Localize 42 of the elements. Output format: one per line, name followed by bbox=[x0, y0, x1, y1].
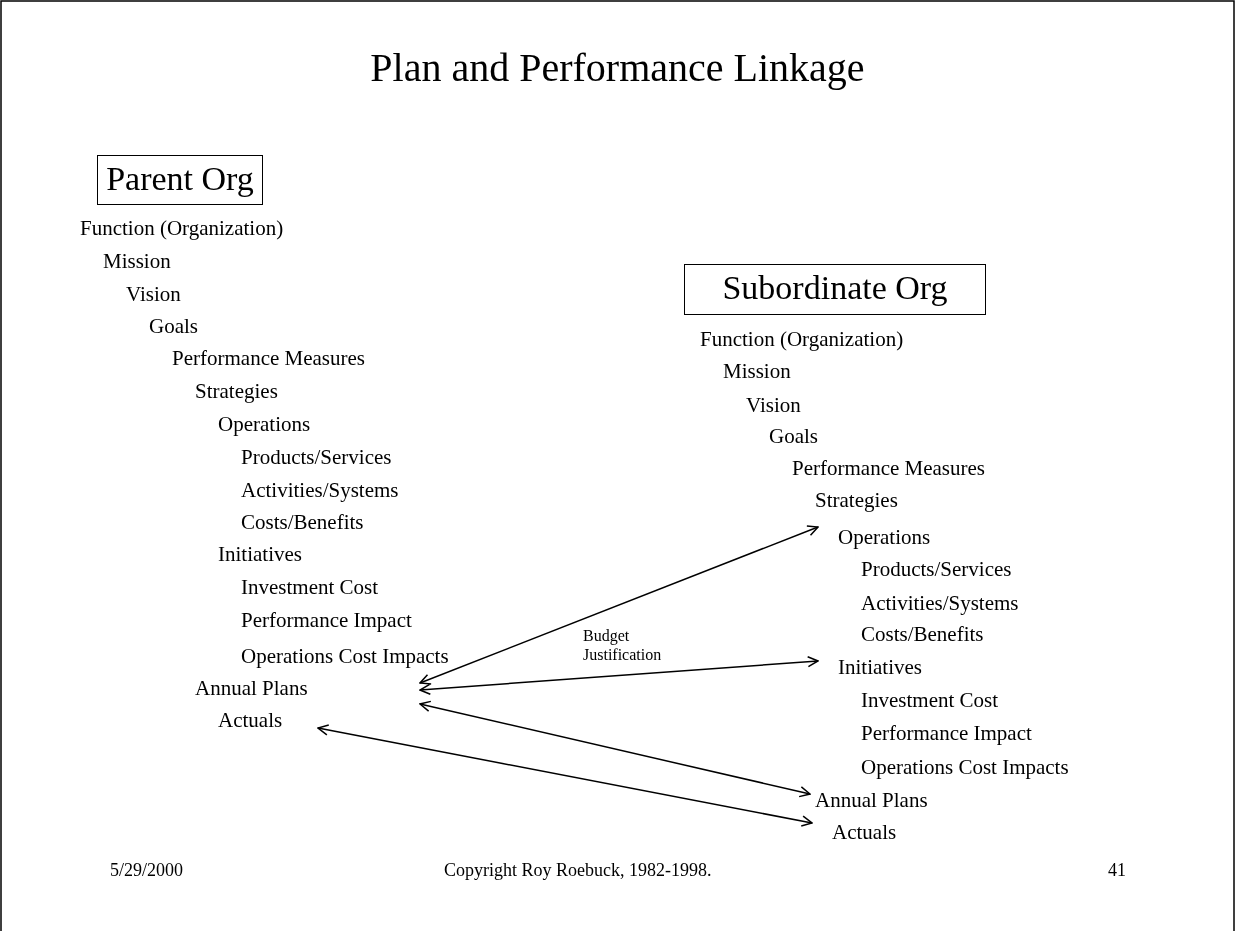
outline-item: Costs/Benefits bbox=[241, 510, 364, 534]
outline-item: Performance Measures bbox=[792, 456, 985, 480]
outline-item: Actuals bbox=[812, 820, 912, 844]
outline-item: Investment Cost bbox=[861, 688, 999, 712]
outline-item: Mission bbox=[723, 359, 791, 383]
outline-item: Performance Measures bbox=[172, 346, 365, 370]
double-arrow bbox=[419, 525, 819, 685]
outline-item: Costs/Benefits bbox=[861, 622, 984, 646]
footer-text: Copyright Roy Roebuck, 1982-1998. bbox=[444, 859, 712, 882]
outline-item: Activities/Systems bbox=[241, 478, 399, 502]
footer-text: 5/29/2000 bbox=[110, 859, 183, 882]
outline-item: Function (Organization) bbox=[80, 216, 284, 240]
outline-item: Goals bbox=[149, 314, 198, 338]
outline-item: Actuals bbox=[218, 708, 318, 732]
outline-item: Strategies bbox=[195, 379, 278, 403]
outline-item: Performance Impact bbox=[241, 608, 412, 632]
outline-item: Vision bbox=[746, 393, 801, 417]
outline-item: Products/Services bbox=[241, 445, 392, 469]
outline-item: Operations Cost Impacts bbox=[861, 755, 1069, 779]
double-arrow bbox=[317, 724, 813, 827]
outline-item: Annual Plans bbox=[810, 788, 960, 812]
outline-item: Annual Plans bbox=[195, 676, 420, 700]
org-box: Parent Org bbox=[97, 155, 263, 205]
outline-item: Activities/Systems bbox=[861, 591, 1019, 615]
outline-item: Operations bbox=[218, 412, 311, 436]
title: Plan and Performance Linkage bbox=[370, 45, 865, 90]
outline-item: Operations bbox=[818, 525, 948, 549]
outline-item: Performance Impact bbox=[861, 721, 1032, 745]
outline-item: Investment Cost bbox=[241, 575, 379, 599]
outline-item: Initiatives bbox=[818, 655, 938, 679]
double-arrow bbox=[419, 656, 819, 695]
org-box: Subordinate Org bbox=[684, 264, 986, 315]
outline-item: Operations Cost Impacts bbox=[241, 644, 449, 668]
outline-item: Initiatives bbox=[218, 542, 302, 566]
outline-item: Mission bbox=[103, 249, 171, 273]
outline-item: Strategies bbox=[815, 488, 898, 512]
outline-item: Function (Organization) bbox=[700, 327, 904, 351]
double-arrow bbox=[419, 700, 811, 798]
footer-text: 41 bbox=[1108, 859, 1126, 882]
outline-item: Goals bbox=[769, 424, 818, 448]
outline-item: Vision bbox=[126, 282, 181, 306]
outline-item: Products/Services bbox=[861, 557, 1012, 581]
